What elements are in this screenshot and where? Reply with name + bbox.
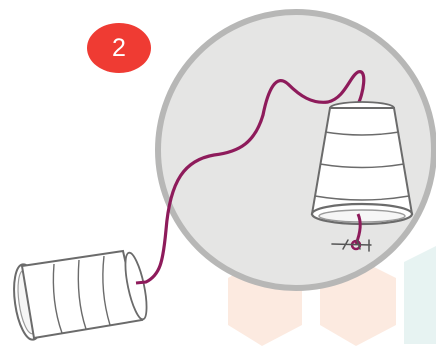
left-cup-string-anchor: [136, 282, 146, 283]
step-number-badge: 2: [87, 23, 151, 73]
cup-rim-inner: [319, 210, 405, 222]
left-cup-body: [22, 251, 142, 338]
left-cup: [10, 251, 151, 341]
watermark-teal-shape: [404, 246, 436, 344]
step-number: 2: [112, 36, 126, 61]
